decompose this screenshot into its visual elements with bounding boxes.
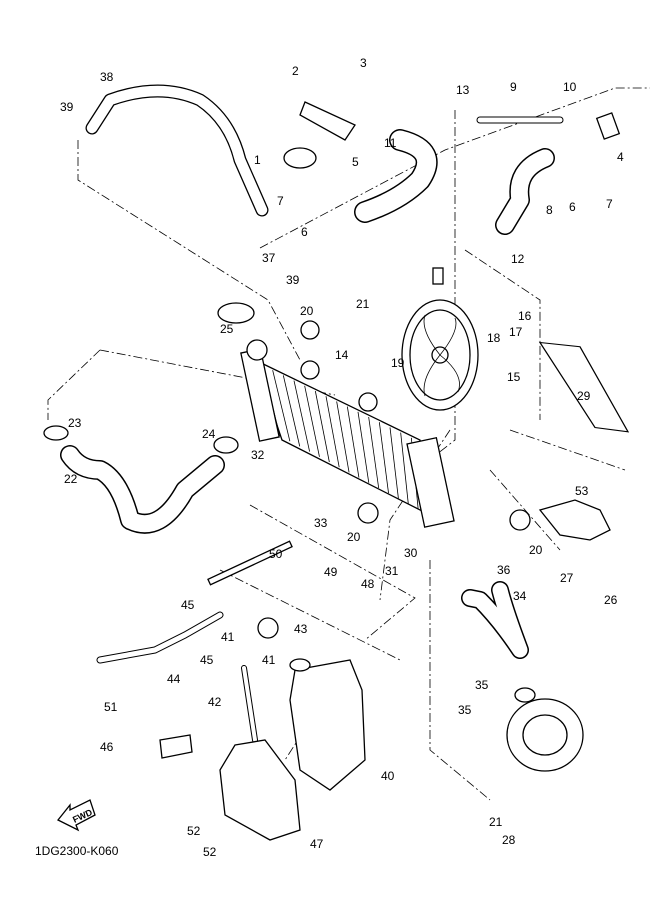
part-number-label: 6 xyxy=(301,225,308,239)
part-number-label: 7 xyxy=(606,197,613,211)
part-number-label: 45 xyxy=(181,598,195,612)
part-number-label: 41 xyxy=(221,630,235,644)
part-number-label: 32 xyxy=(251,448,265,462)
radiator-fin xyxy=(282,375,301,447)
radiator-fin xyxy=(314,390,330,463)
radiator-fin xyxy=(389,427,399,499)
part-number-label: 36 xyxy=(497,563,511,577)
part-number-label: 20 xyxy=(300,304,314,318)
part-number-label: 2 xyxy=(292,64,299,78)
part-number-label: 46 xyxy=(100,740,114,754)
part-number-label: 15 xyxy=(507,370,521,384)
part-number-label: 27 xyxy=(560,571,574,585)
part-number-label: 4 xyxy=(617,150,624,164)
part-number-label: 35 xyxy=(458,703,472,717)
part-number-label: 30 xyxy=(404,546,418,560)
part-number-label: 48 xyxy=(361,577,375,591)
radiator-fin xyxy=(325,396,340,468)
small-parts xyxy=(43,101,630,759)
radiator-fin xyxy=(346,406,360,478)
part-number-label: 49 xyxy=(324,565,338,579)
radiator-fin xyxy=(293,380,310,452)
part-number-label: 34 xyxy=(513,589,527,603)
radiator-fin xyxy=(304,385,320,457)
part-number-label: 35 xyxy=(475,678,489,692)
part-number-label: 24 xyxy=(202,427,216,441)
part-number-label: 26 xyxy=(604,593,618,607)
assembly-lines xyxy=(47,87,650,801)
radiator-fin xyxy=(336,401,350,473)
part-number-label: 25 xyxy=(220,322,234,336)
reservoir-tanks xyxy=(219,658,366,841)
part-number-label: 39 xyxy=(286,273,300,287)
part-number-label: 50 xyxy=(269,547,283,561)
part-number-label: 53 xyxy=(575,484,589,498)
part-number-label: 20 xyxy=(529,543,543,557)
part-number-label: 13 xyxy=(456,83,470,97)
part-number-label: 37 xyxy=(262,251,276,265)
fwd-arrow: FWD xyxy=(56,799,96,832)
fan xyxy=(401,267,479,411)
oil-cooler xyxy=(506,687,584,772)
part-number-label: 29 xyxy=(577,389,591,403)
part-number-label: 40 xyxy=(381,769,395,783)
part-number-label: 1 xyxy=(254,153,261,167)
part-number-label: 21 xyxy=(356,297,370,311)
part-number-label: 39 xyxy=(60,100,74,114)
part-number-label: 38 xyxy=(100,70,114,84)
part-number-label: 8 xyxy=(546,203,553,217)
part-number-label: 12 xyxy=(511,252,525,266)
part-number-label: 42 xyxy=(208,695,222,709)
part-number-label: 11 xyxy=(384,136,397,150)
part-number-label: 23 xyxy=(68,416,82,430)
radiator xyxy=(240,339,455,528)
part-number-label: 17 xyxy=(509,325,523,339)
part-number-label: 21 xyxy=(489,815,503,829)
part-number-label: 47 xyxy=(310,837,324,851)
part-number-label: 43 xyxy=(294,622,308,636)
part-number-label: 44 xyxy=(167,672,181,686)
part-number-label: 3 xyxy=(360,56,367,70)
part-number-label: 16 xyxy=(518,309,532,323)
part-number-label: 6 xyxy=(569,200,576,214)
radiator-fin xyxy=(378,422,389,494)
part-number-label: 20 xyxy=(347,530,361,544)
part-number-label: 28 xyxy=(502,833,516,847)
part-number-label: 31 xyxy=(385,564,399,578)
part-number-label: 19 xyxy=(391,356,405,370)
part-number-label: 45 xyxy=(200,653,214,667)
hoses xyxy=(60,84,564,743)
part-number-label: 9 xyxy=(510,80,517,94)
part-number-label: 52 xyxy=(203,845,217,859)
part-number-label: 18 xyxy=(487,331,501,345)
radiator-fin xyxy=(272,370,291,442)
radiator-fin xyxy=(400,432,409,504)
part-number-label: 10 xyxy=(563,80,577,94)
part-number-label: 22 xyxy=(64,472,78,486)
part-number-label: 7 xyxy=(277,194,284,208)
part-number-label: 52 xyxy=(187,824,201,838)
radiator-fin xyxy=(357,411,370,483)
part-number-label: 5 xyxy=(352,155,359,169)
part-number-label: 33 xyxy=(314,516,328,530)
radiator-fin xyxy=(368,416,380,489)
part-number-label: 14 xyxy=(335,348,349,362)
diagram-code: 1DG2300-K060 xyxy=(35,844,119,858)
part-number-label: 41 xyxy=(262,653,276,667)
part-number-label: 51 xyxy=(104,700,118,714)
